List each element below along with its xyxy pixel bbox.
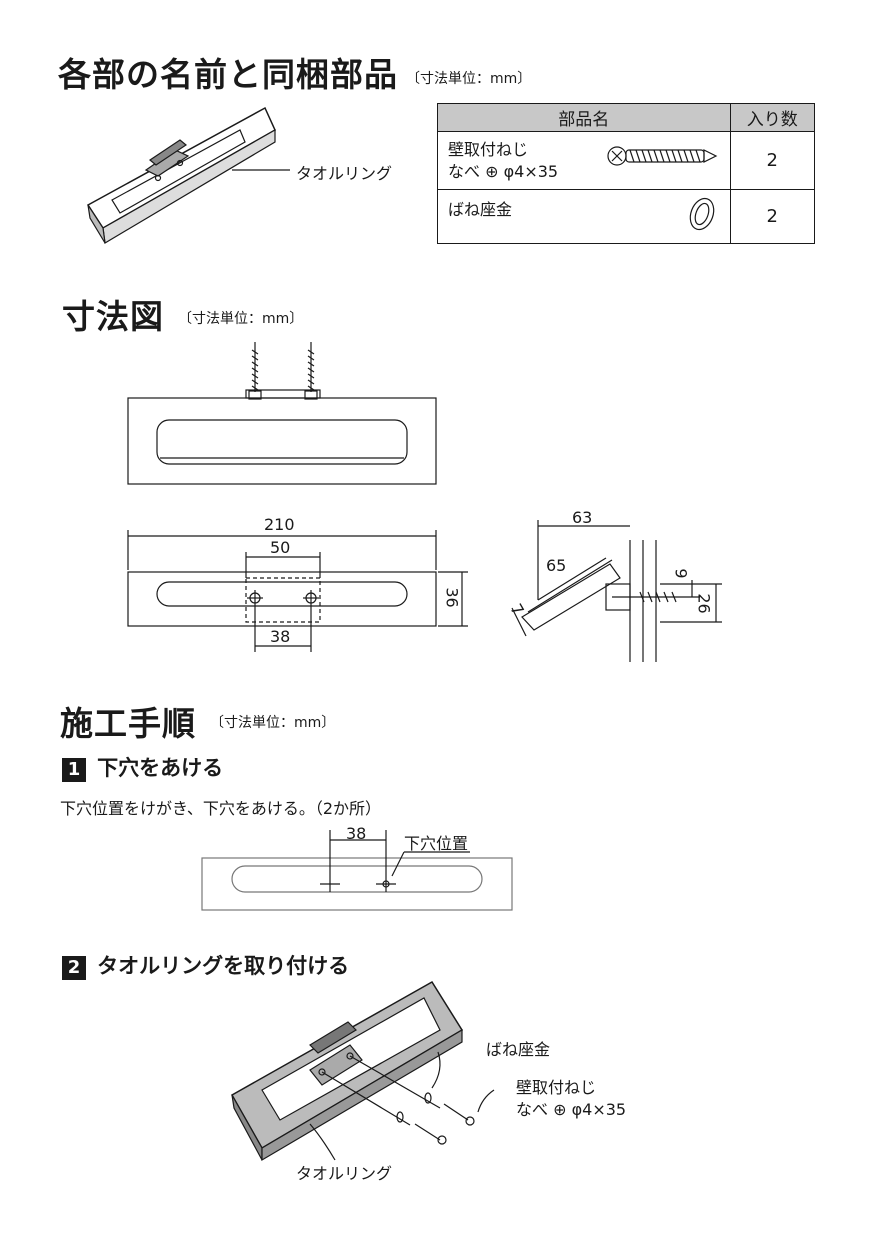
hole-position-label: 下穴位置 xyxy=(404,834,469,853)
step-title: タオルリングを取り付ける xyxy=(97,954,350,978)
step-1-heading: 1 下穴をあける xyxy=(62,752,223,782)
part-qty: 2 xyxy=(729,189,816,244)
step-2-heading: 2 タオルリングを取り付ける xyxy=(62,950,349,980)
section-title-procedure: 施工手順 xyxy=(60,704,196,743)
header-part-name: 部品名 xyxy=(437,103,731,132)
step-1-text: 下穴位置をけがき、下穴をあける。（2か所） xyxy=(60,799,382,818)
section-title-dimensions: 寸法図 xyxy=(62,297,164,336)
header-quantity: 入り数 xyxy=(729,103,816,132)
front-view-with-screws xyxy=(127,342,437,485)
parts-table: 部品名 入り数 壁取付ねじ なべ ⊕ φ4×35 2 ばね座金 2 xyxy=(437,103,816,244)
front-view-dimensions xyxy=(127,530,468,652)
dim-bracket: 26 xyxy=(694,593,714,614)
towel-ring-label: タオルリング xyxy=(296,1164,393,1183)
part-qty: 2 xyxy=(729,131,816,190)
dim-pitch: 38 xyxy=(270,627,291,646)
spring-washer-label: ばね座金 xyxy=(486,1040,551,1059)
dim-height: 36 xyxy=(442,587,462,608)
dim-offset: 9 xyxy=(671,568,691,579)
step2-installation-diagram xyxy=(230,980,495,1162)
step-1-dim: 38 xyxy=(346,824,367,843)
towel-ring-label: タオルリング xyxy=(296,164,393,183)
part-spec: なべ ⊕ φ4×35 xyxy=(448,161,559,181)
side-view-dimensions xyxy=(511,520,722,662)
step-number: 1 xyxy=(62,758,86,782)
part-row-screw: 壁取付ねじ なべ ⊕ φ4×35 xyxy=(437,131,731,190)
dim-thickness: 7 xyxy=(506,600,528,619)
unit-note: 〔寸法単位：mm〕 xyxy=(210,715,336,731)
part-name: ばね座金 xyxy=(448,200,513,219)
unit-note: 〔寸法単位：mm〕 xyxy=(178,311,304,327)
part-name: 壁取付ねじ xyxy=(448,139,529,159)
dim-width: 210 xyxy=(264,515,295,534)
step-title: 下穴をあける xyxy=(97,756,224,780)
towel-ring-illustration xyxy=(86,106,290,244)
unit-note: 〔寸法単位：mm〕 xyxy=(406,71,532,87)
dim-box: 50 xyxy=(270,538,291,557)
section-title-parts: 各部の名前と同梱部品 xyxy=(58,55,398,94)
dim-depth: 63 xyxy=(572,508,593,527)
screw-spec-label: なべ ⊕ φ4×35 xyxy=(516,1100,627,1119)
dim-arm: 65 xyxy=(546,556,567,575)
screw-label: 壁取付ねじ xyxy=(516,1078,597,1097)
part-row-washer: ばね座金 xyxy=(437,189,731,244)
step-number: 2 xyxy=(62,956,86,980)
